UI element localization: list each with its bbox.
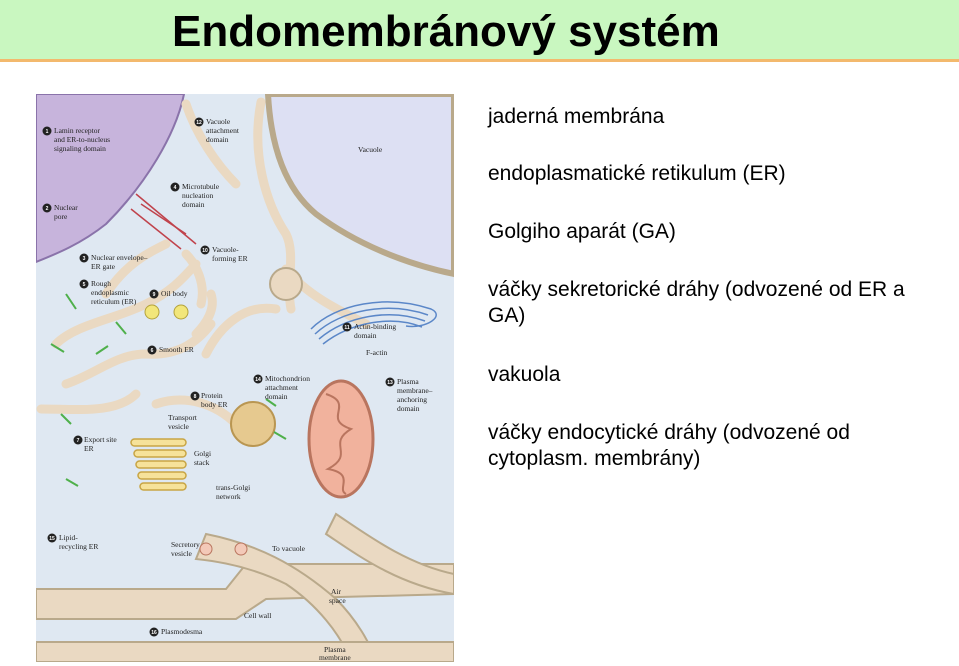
- svg-text:membrane: membrane: [319, 653, 351, 662]
- svg-text:vesicle: vesicle: [168, 422, 189, 431]
- title-bar: [0, 0, 959, 62]
- list-item: Golgiho aparát (GA): [488, 220, 676, 243]
- list-item: váčky endocytické dráhy (odvozené od cyt…: [488, 421, 850, 470]
- svg-text:body ER: body ER: [201, 400, 227, 409]
- svg-text:domain: domain: [265, 392, 288, 401]
- svg-text:domain: domain: [397, 404, 420, 413]
- svg-text:13: 13: [387, 380, 393, 386]
- svg-text:ER gate: ER gate: [91, 262, 116, 271]
- svg-text:14: 14: [255, 377, 261, 383]
- svg-text:10: 10: [202, 248, 208, 254]
- svg-text:Golgi: Golgi: [194, 449, 211, 458]
- svg-text:9: 9: [153, 292, 156, 298]
- svg-text:Actin-binding: Actin-binding: [354, 322, 396, 331]
- figure-labels: Lamin receptor and ER-to-nucleus signali…: [54, 117, 433, 662]
- svg-text:endoplasmic: endoplasmic: [91, 288, 130, 297]
- svg-text:Vacuole-: Vacuole-: [212, 245, 239, 254]
- svg-text:Vacuole: Vacuole: [206, 117, 231, 126]
- svg-text:Export site: Export site: [84, 435, 117, 444]
- svg-text:15: 15: [49, 536, 55, 542]
- svg-text:signaling domain: signaling domain: [54, 144, 106, 153]
- svg-text:domain: domain: [182, 200, 205, 209]
- vacuole: [264, 94, 454, 278]
- svg-text:domain: domain: [206, 135, 229, 144]
- list-item: váčky sekretorické dráhy (odvozené od ER…: [488, 278, 905, 327]
- svg-text:Smooth ER: Smooth ER: [159, 345, 194, 354]
- svg-text:attachment: attachment: [265, 383, 299, 392]
- slide-title: Endomembránový systém: [172, 7, 720, 56]
- svg-text:11: 11: [344, 325, 350, 331]
- svg-text:Microtubule: Microtubule: [182, 182, 220, 191]
- svg-text:trans-Golgi: trans-Golgi: [216, 483, 250, 492]
- svg-text:Plasmodesma: Plasmodesma: [161, 627, 203, 636]
- svg-text:Secretory: Secretory: [171, 540, 200, 549]
- svg-text:Oil body: Oil body: [161, 289, 188, 298]
- svg-text:Lipid-: Lipid-: [59, 533, 78, 542]
- svg-text:4: 4: [174, 185, 177, 191]
- plant-cell-diagram: 1 2 3 4 5 6 7 8 9 10 11 12 13 14 15 16 L…: [36, 94, 454, 662]
- svg-text:attachment: attachment: [206, 126, 240, 135]
- svg-text:Rough: Rough: [91, 279, 111, 288]
- protein-body: [230, 401, 276, 447]
- svg-text:stack: stack: [194, 458, 210, 467]
- svg-text:vesicle: vesicle: [171, 549, 192, 558]
- svg-text:8: 8: [194, 394, 197, 400]
- svg-text:Cell wall: Cell wall: [244, 611, 271, 620]
- svg-text:Air: Air: [331, 587, 342, 596]
- svg-text:16: 16: [151, 630, 157, 636]
- svg-text:F-actin: F-actin: [366, 348, 387, 357]
- svg-text:anchoring: anchoring: [397, 395, 427, 404]
- svg-text:space: space: [329, 596, 346, 605]
- list-item: jaderná membrána: [488, 105, 665, 128]
- svg-text:7: 7: [77, 438, 80, 444]
- svg-text:nucleation: nucleation: [182, 191, 213, 200]
- svg-text:2: 2: [46, 206, 49, 212]
- svg-text:network: network: [216, 492, 241, 501]
- svg-text:Vacuole: Vacuole: [358, 145, 383, 154]
- svg-text:recycling ER: recycling ER: [59, 542, 98, 551]
- svg-text:Transport: Transport: [168, 413, 198, 422]
- svg-text:6: 6: [151, 348, 154, 354]
- svg-text:12: 12: [196, 120, 202, 126]
- list-item: endoplasmatické retikulum (ER): [488, 162, 786, 185]
- svg-text:3: 3: [83, 256, 86, 262]
- svg-text:reticulum (ER): reticulum (ER): [91, 297, 137, 306]
- svg-text:ER: ER: [84, 444, 94, 453]
- svg-text:Protein: Protein: [201, 391, 223, 400]
- number-badges: 1 2 3 4 5 6 7 8 9 10 11 12 13 14 15 16: [42, 117, 395, 637]
- svg-text:Lamin receptor: Lamin receptor: [54, 126, 101, 135]
- svg-text:Mitochondrion: Mitochondrion: [265, 374, 310, 383]
- svg-text:Plasma: Plasma: [397, 377, 419, 386]
- svg-text:1: 1: [46, 129, 49, 135]
- svg-text:membrane–: membrane–: [397, 386, 433, 395]
- svg-text:and ER-to-nucleus: and ER-to-nucleus: [54, 135, 110, 144]
- golgi-stack: [130, 438, 187, 491]
- svg-text:forming ER: forming ER: [212, 254, 248, 263]
- svg-text:Nuclear: Nuclear: [54, 203, 78, 212]
- svg-text:5: 5: [83, 282, 86, 288]
- svg-text:To vacuole: To vacuole: [272, 544, 306, 553]
- svg-text:Plasma: Plasma: [324, 645, 346, 654]
- svg-text:domain: domain: [354, 331, 377, 340]
- nucleus: [36, 94, 186, 264]
- svg-text:Nuclear envelope–: Nuclear envelope–: [91, 253, 148, 262]
- list-item: vakuola: [488, 363, 561, 386]
- svg-text:pore: pore: [54, 212, 68, 221]
